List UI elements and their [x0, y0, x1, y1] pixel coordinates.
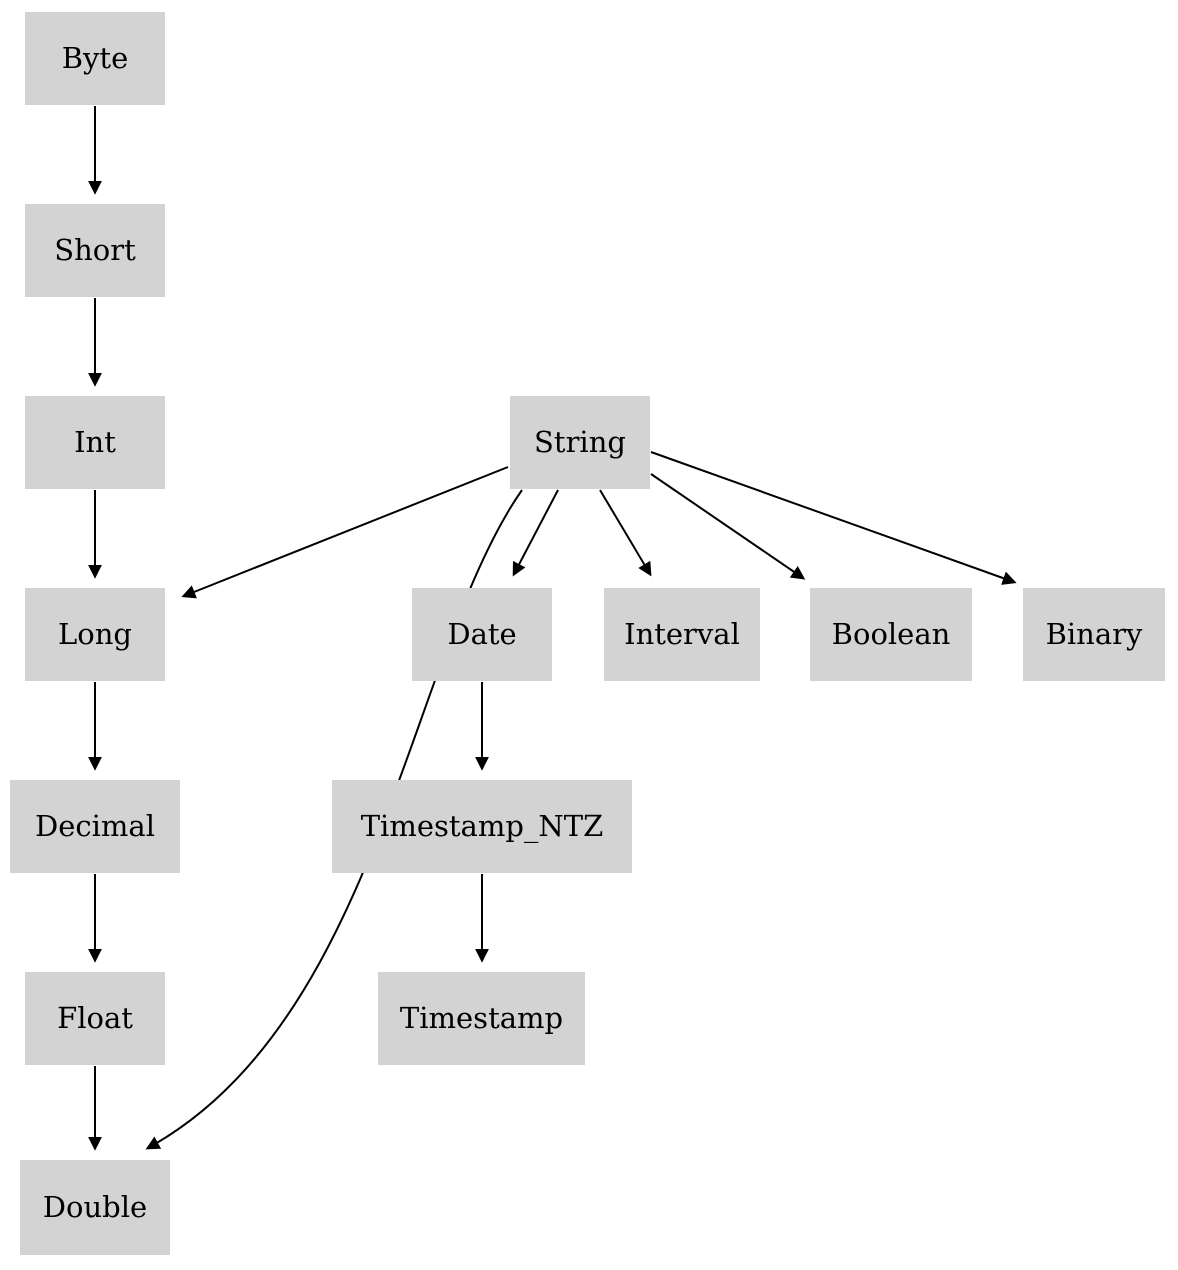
node-float: Float	[25, 972, 165, 1065]
node-timestamp-ntz: Timestamp_NTZ	[332, 780, 632, 873]
edge-string-long	[181, 466, 509, 599]
edge-string-interval	[599, 489, 652, 577]
node-binary: Binary	[1023, 588, 1165, 681]
node-timestamp: Timestamp	[378, 972, 585, 1065]
node-double: Double	[20, 1160, 170, 1255]
node-short: Short	[25, 204, 165, 297]
node-long: Long	[25, 588, 165, 681]
edge-string-binary	[650, 451, 1017, 585]
node-int: Int	[25, 396, 165, 489]
node-interval: Interval	[604, 588, 760, 681]
node-string: String	[510, 396, 650, 489]
edge-string-boolean	[650, 473, 806, 580]
edge-string-date	[512, 489, 559, 577]
node-decimal: Decimal	[10, 780, 180, 873]
node-boolean: Boolean	[810, 588, 972, 681]
node-date: Date	[412, 588, 552, 681]
node-byte: Byte	[25, 12, 165, 105]
